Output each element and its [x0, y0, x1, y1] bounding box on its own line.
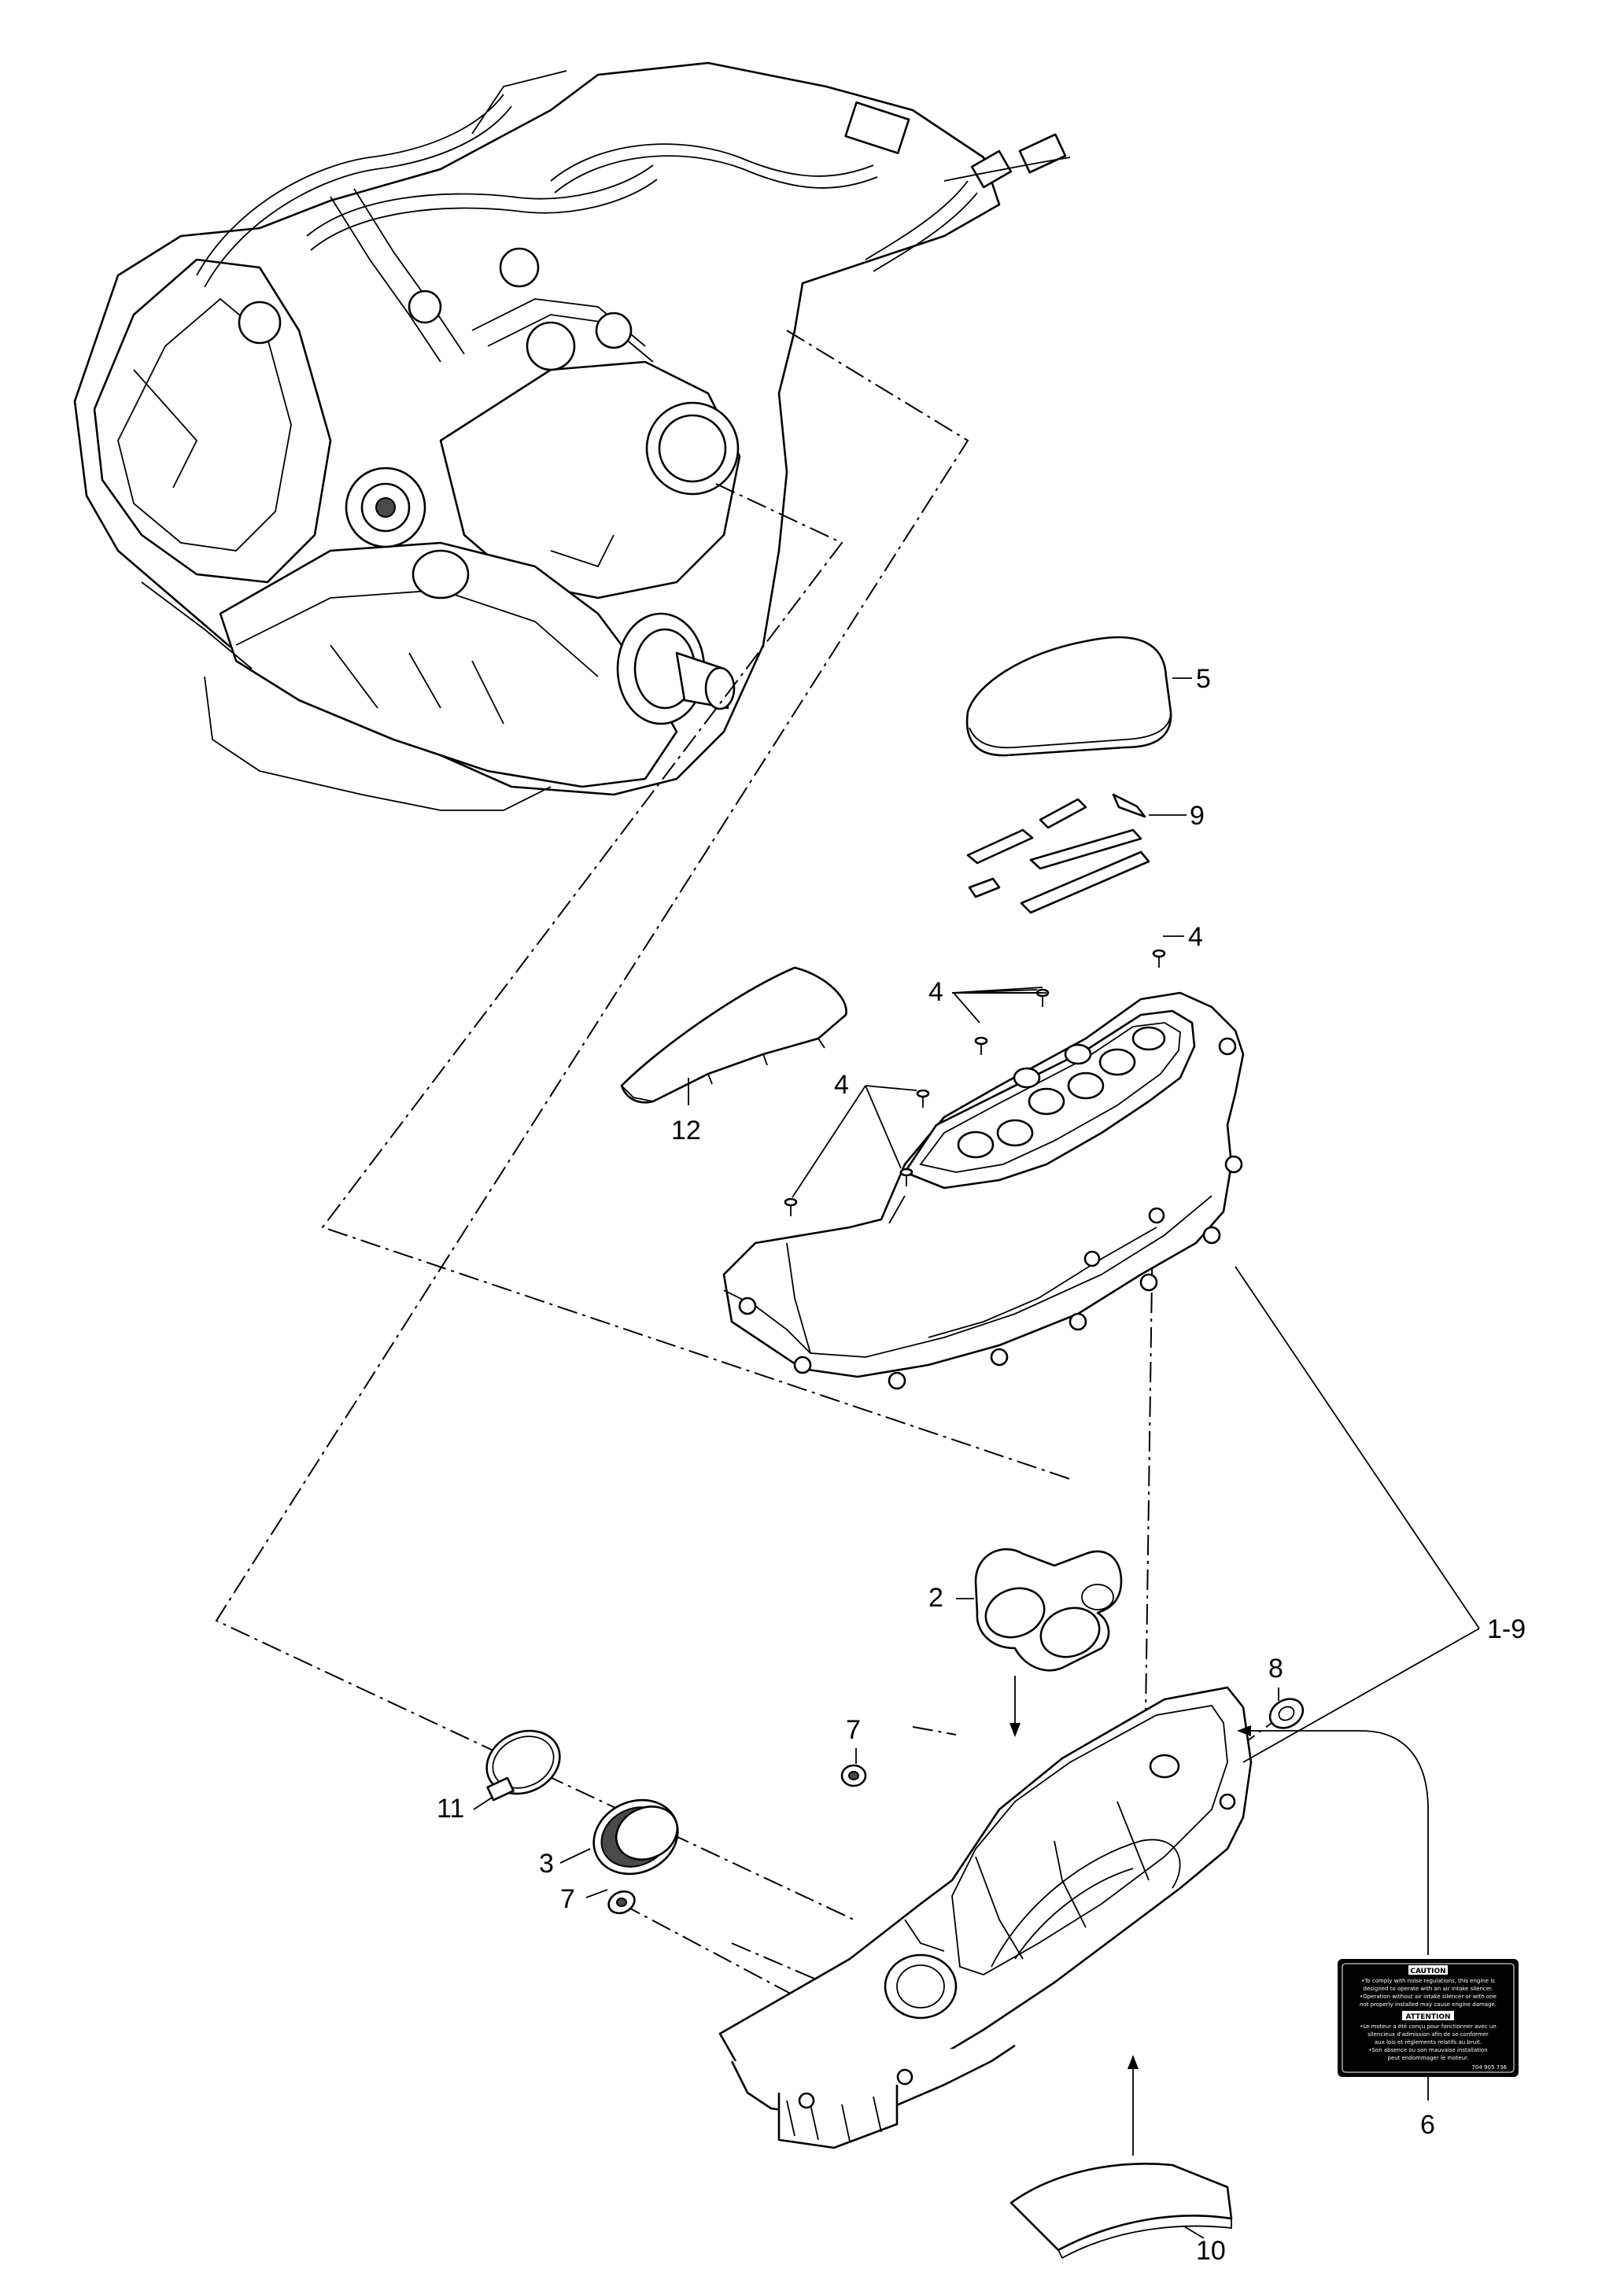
callout-4-top: 4: [1188, 922, 1203, 952]
caution-line-3: •Operation without air intake silencer o…: [1360, 1994, 1497, 2000]
part-3-sleeve: [592, 1798, 679, 1876]
callout-7-lower: 7: [560, 1884, 575, 1914]
callout-7-upper: 7: [846, 1715, 861, 1745]
label-part-code: 704 905 736: [1471, 2064, 1507, 2071]
attention-line-3: aux lois et règlements relatifs au bruit…: [1375, 2039, 1482, 2045]
leader-lines: [473, 677, 1480, 2239]
attention-line-5: peut endommager le moteur.: [1388, 2055, 1469, 2061]
attention-line-2: silencieux d'admission afin de se confor…: [1367, 2031, 1489, 2038]
callout-4-mid: 4: [928, 977, 943, 1007]
engine-assembly: [73, 61, 1071, 811]
callout-8: 8: [1268, 1654, 1283, 1684]
callout-9: 9: [1190, 801, 1205, 831]
part-11-clamp: [485, 1729, 561, 1802]
attention-line-1: •Le moteur a été conçu pour fonctionner …: [1360, 2023, 1497, 2030]
part-4-screws: [784, 949, 1166, 1216]
caution-title: CAUTION: [1410, 1968, 1445, 1975]
part-7-grommets: [607, 1764, 867, 1915]
part-9-foam-strips: [966, 793, 1150, 914]
callout-2: 2: [928, 1583, 943, 1613]
part-1-upper-housing: [722, 991, 1245, 1390]
attention-title: ATTENTION: [1405, 2013, 1450, 2021]
callout-12: 12: [671, 1116, 701, 1145]
caution-line-2: designed to operate with an air intake s…: [1364, 1986, 1493, 1992]
assembly-lines: [215, 330, 1283, 2038]
part-10-foam-pad: [1009, 2163, 1233, 2259]
callout-3: 3: [539, 1849, 554, 1879]
callout-numbers: 5 9 4 4 4 12 2 1-9 8 7 7 11 3 6 10: [437, 664, 1526, 2266]
part-6-warning-label: CAUTION •To comply with noise regulation…: [1338, 1959, 1519, 2077]
callout-11: 11: [437, 1794, 464, 1824]
part-12-cover-panel: [620, 966, 847, 1104]
part-2-grommet: [974, 1547, 1123, 1672]
callout-5: 5: [1196, 664, 1211, 694]
callout-1-9: 1-9: [1487, 1614, 1526, 1644]
part-5-filter-pad: [965, 636, 1172, 757]
callout-4-left: 4: [834, 1070, 849, 1100]
caution-line-1: •To comply with noise regulations, this …: [1361, 1978, 1495, 1984]
callout-6: 6: [1420, 2110, 1435, 2140]
attention-line-4: •Son absence ou son mauvaise installatio…: [1368, 2047, 1487, 2053]
caution-line-4: not properly installed may cause engine …: [1360, 2001, 1497, 2008]
part-8-grommet: [1268, 1698, 1305, 1729]
part-1-lower-housing: [718, 1686, 1253, 2149]
callout-10: 10: [1196, 2236, 1226, 2266]
